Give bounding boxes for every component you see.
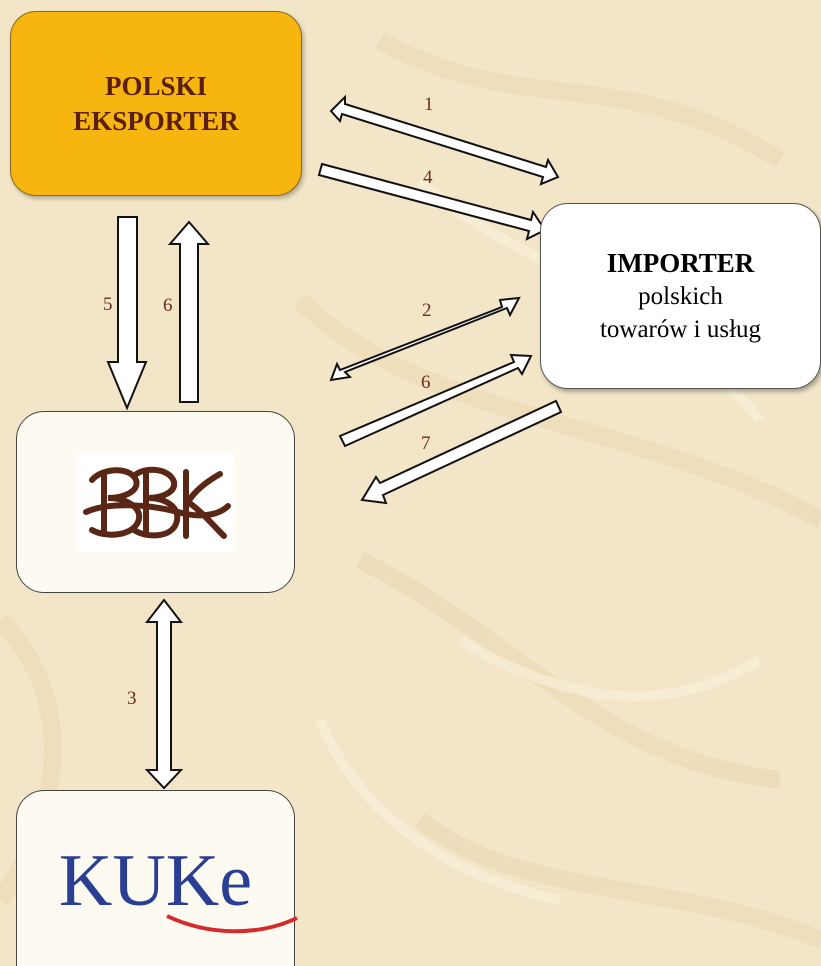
arrow-4	[317, 162, 547, 241]
label-3: 3	[127, 688, 137, 709]
exporter-line2: EKSPORTER	[73, 105, 239, 136]
bank-logo-image	[77, 452, 234, 552]
exporter-line1: POLSKI	[104, 70, 208, 101]
arrow-1	[329, 94, 560, 186]
kuke-logo-text: KUKe	[58, 839, 253, 922]
label-6-right: 6	[421, 372, 431, 393]
exporter-box: POLSKI EKSPORTER	[10, 11, 302, 196]
importer-line3: towarów i usług	[599, 315, 762, 343]
label-7: 7	[421, 433, 431, 454]
arrow-3	[144, 598, 184, 790]
importer-line2: polskich	[638, 282, 723, 310]
bank-box	[16, 411, 295, 593]
label-4: 4	[423, 167, 433, 188]
arrow-6-up	[167, 220, 211, 403]
label-2: 2	[422, 300, 432, 321]
arrow-6-right	[338, 353, 533, 448]
label-5: 5	[103, 294, 113, 315]
kuke-box: KUKe	[16, 790, 298, 966]
arrow-5	[106, 216, 148, 411]
importer-title: IMPORTER	[606, 247, 755, 278]
label-6-vertical: 6	[163, 295, 173, 316]
importer-box: IMPORTER polskich towarów i usług	[540, 203, 821, 389]
kuke-logo: KUKe	[59, 844, 298, 933]
label-1: 1	[424, 94, 434, 115]
arrow-7	[360, 399, 563, 505]
kuke-swoosh-icon	[166, 913, 298, 933]
arrow-2	[329, 296, 521, 382]
